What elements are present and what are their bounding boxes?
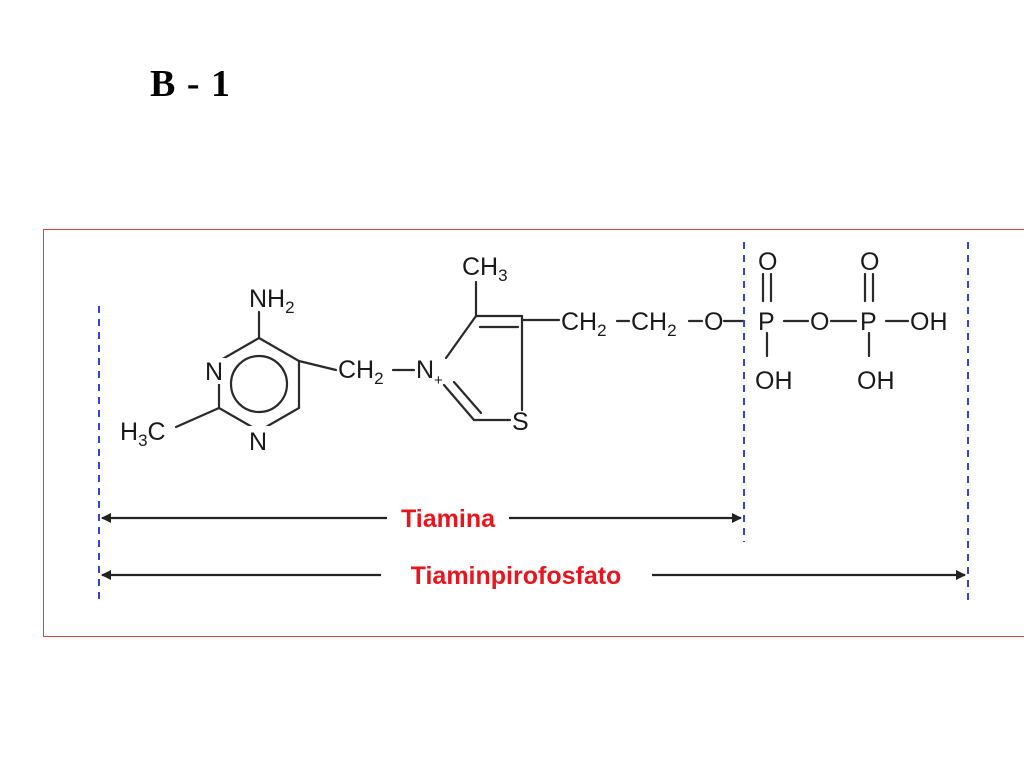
ester-oxygen: O (704, 308, 723, 336)
structure-figure: N N NH2 H3C CH2 N + S CH3 CH2 CH2 O P O … (43, 229, 1024, 637)
sulfur-atom: S (512, 408, 529, 436)
thiazole-bond-n-c2 (442, 383, 476, 422)
phosphate-1-hydroxyl: OH (755, 367, 793, 395)
methyl-top-group: CH3 (462, 253, 508, 285)
bridge-bond-left (297, 359, 338, 372)
pyrimidine-ring: N N (204, 336, 301, 456)
thiazolium-nitrogen: N (416, 356, 434, 384)
thiazole-bond-n-c4 (444, 314, 478, 360)
bridging-oxygen: O (810, 308, 829, 336)
ring-nitrogen-1: N (205, 358, 223, 386)
thiamine-range-label: Tiamina (401, 505, 496, 533)
ring-nitrogen-3: N (249, 428, 267, 456)
slide-title: B - 1 (150, 63, 231, 105)
phosphate-2-oxygen: O (860, 248, 879, 276)
pyrimidine-aromatic-circle (229, 354, 289, 414)
amine-group: NH2 (249, 285, 295, 317)
phosphate-2-hydroxyl-right: OH (910, 308, 948, 336)
chain-ch2-first: CH2 (561, 308, 607, 340)
thiazole-ring: S (442, 314, 529, 436)
methylene-bridge: CH2 (338, 356, 384, 388)
phosphorus-2: P (860, 308, 877, 336)
thiamine-pyrophosphate-structure: N N NH2 H3C CH2 N + S CH3 CH2 CH2 O P O … (98, 242, 969, 602)
chain-ch2-second: CH2 (631, 308, 677, 340)
positive-charge: + (434, 372, 443, 389)
phosphorus-1: P (758, 308, 775, 336)
thiazole-double-n-c2 (452, 380, 483, 415)
phosphate-2-hydroxyl-bottom: OH (857, 367, 895, 395)
phosphate-1-oxygen: O (758, 248, 777, 276)
methyl-left-group: H3C (120, 418, 166, 450)
tpp-range-label: Tiaminpirofosfato (411, 562, 622, 590)
methyl-left-bond (174, 406, 221, 429)
